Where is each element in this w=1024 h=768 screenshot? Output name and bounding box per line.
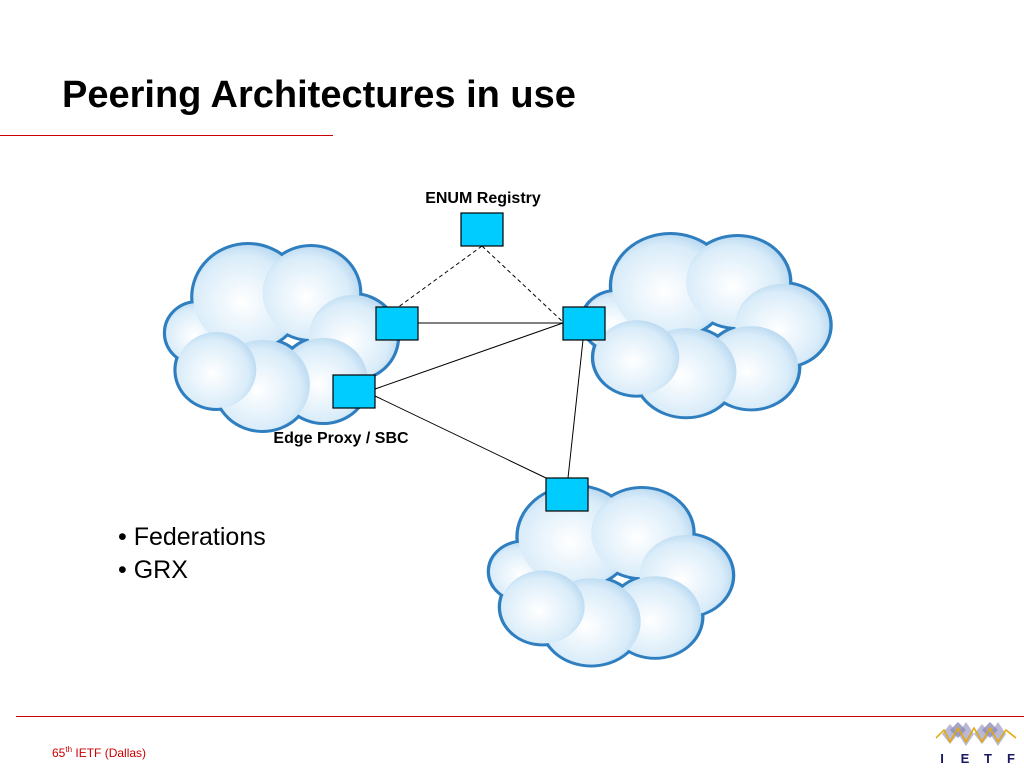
slide-title: Peering Architectures in use	[62, 74, 576, 116]
left-cloud-lower-proxy	[332, 374, 376, 409]
logo-letter-f: F	[1007, 751, 1015, 766]
link-right-bottom	[567, 339, 584, 479]
link-left-lower-right	[374, 322, 564, 390]
footer-meeting-label: 65th IETF (Dallas)	[52, 745, 146, 760]
enum-registry-node	[460, 212, 504, 247]
left-cloud-upper-proxy	[375, 306, 419, 341]
right-cloud-proxy	[562, 306, 606, 341]
bullet-list: Federations GRX	[118, 521, 266, 587]
logo-letter-i: I	[940, 751, 944, 766]
logo-mark	[935, 722, 1017, 746]
bottom-cloud-proxy	[545, 477, 589, 512]
link-left-lower-bottom	[374, 395, 547, 479]
logo-letter-e: E	[961, 751, 970, 766]
logo-letter-t: T	[984, 751, 992, 766]
footer-number: 65	[52, 746, 66, 760]
dashed-link-registry-left	[396, 245, 483, 309]
dashed-link-registry-right	[481, 245, 564, 323]
bullet-grx: GRX	[118, 554, 266, 587]
ietf-logo: I E T F	[935, 722, 1017, 766]
right-cloud	[583, 235, 829, 416]
bullet-federations: Federations	[118, 521, 266, 554]
footer-ordinal: th	[65, 745, 73, 754]
edge-proxy-label: Edge Proxy / SBC	[273, 430, 409, 447]
enum-registry-label: ENUM Registry	[425, 190, 541, 207]
footer-divider	[16, 716, 1024, 717]
bottom-cloud	[490, 487, 732, 665]
footer-text: IETF (Dallas)	[72, 746, 147, 760]
title-divider	[0, 135, 333, 136]
